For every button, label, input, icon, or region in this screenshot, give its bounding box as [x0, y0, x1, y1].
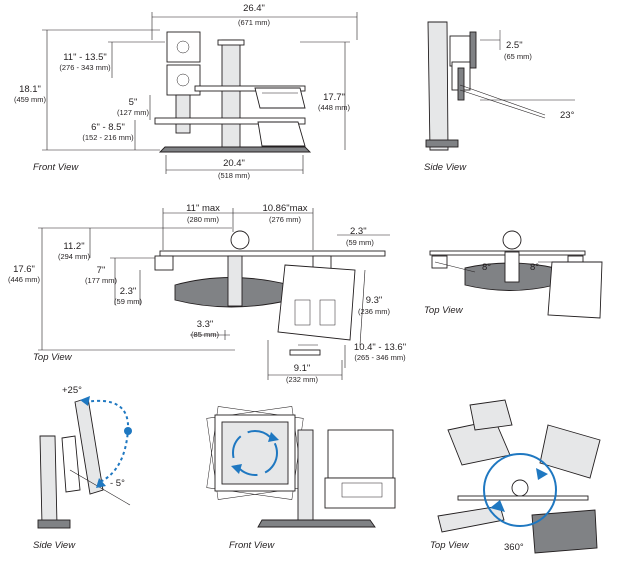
top-small-right-angle: 8° — [530, 262, 539, 273]
front-bottom-laptop-base — [324, 477, 396, 509]
caption-top-small: Top View — [424, 305, 464, 316]
front-bottom-panel: Front View — [206, 406, 396, 551]
top-small-tray — [547, 261, 603, 319]
side-tilt: 23° — [560, 110, 575, 121]
front-upper-laptop — [254, 87, 306, 109]
top-bottom-tray-right — [531, 509, 598, 554]
top-d23a: 2.3" — [350, 226, 367, 237]
top-d176: 17.6" — [13, 264, 35, 275]
front-base-width-mm: (518 mm) — [218, 171, 251, 180]
top-d33-mm: (85 mm) — [191, 330, 219, 339]
top-arm-bar — [159, 250, 386, 257]
top-bottom-rotation-circle — [483, 453, 557, 527]
top-d112-mm: (294 mm) — [58, 252, 91, 261]
side-offset-mm: (65 mm) — [504, 52, 532, 61]
side-bottom-tilt-up: +25° — [62, 385, 82, 396]
front-monitor-height-mm: (276 - 343 mm) — [59, 63, 111, 72]
side-bottom-panel: +25° - 5° Side View — [33, 385, 132, 551]
top-bottom-rotation: 360° — [504, 542, 524, 553]
top-tray-mm: (276 mm) — [269, 215, 302, 224]
top-arm-max: 11" max — [186, 203, 220, 214]
caption-side-bottom: Side View — [33, 540, 76, 551]
side-view-panel: 2.5" (65 mm) 23° Side View — [424, 21, 575, 173]
top-d33: 3.3" — [197, 319, 214, 330]
caption-front-view: Front View — [33, 162, 79, 173]
top-tray-outline — [277, 264, 356, 341]
top-small-left-angle: 8° — [482, 262, 491, 273]
front-bottom-laptop-screen — [327, 429, 394, 479]
top-d23b: 2.3" — [120, 286, 137, 297]
top-d104-mm: (265 - 346 mm) — [354, 353, 406, 362]
top-bottom-monitor-b — [539, 424, 601, 479]
side-offset: 2.5" — [506, 40, 523, 51]
front-d177-mm: (448 mm) — [318, 103, 351, 112]
front-base-width: 20.4" — [223, 158, 245, 169]
caption-side-view: Side View — [424, 162, 467, 173]
caption-top-view: Top View — [33, 352, 73, 363]
front-total-height-mm: (459 mm) — [14, 95, 47, 104]
front-upper-mount-plate — [166, 31, 201, 63]
front-bottom-rotate-arrow — [232, 430, 278, 476]
top-tray: 10.86"max — [262, 203, 307, 214]
front-d177: 17.7" — [323, 92, 345, 103]
front-base — [158, 146, 312, 153]
top-d93-mm: (236 mm) — [358, 307, 391, 316]
side-bottom-tilt-down: - 5° — [110, 478, 125, 489]
top-d23b-mm: (59 mm) — [114, 297, 142, 306]
front-center-post — [221, 39, 241, 148]
top-arm-max-mm: (280 mm) — [187, 215, 220, 224]
caption-top-bottom: Top View — [430, 540, 470, 551]
top-d23a-mm: (59 mm) — [346, 238, 374, 247]
top-d104: 10.4" - 13.6" — [354, 342, 406, 353]
top-d91: 9.1" — [294, 363, 311, 374]
top-d176-mm: (446 mm) — [8, 275, 41, 284]
top-post-cap — [230, 230, 250, 250]
top-d7-mm: (177 mm) — [85, 276, 118, 285]
front-lower-laptop — [257, 121, 306, 147]
caption-front-bottom: Front View — [229, 540, 275, 551]
top-d112: 11.2" — [63, 241, 84, 252]
front-width-label: 26.4" — [243, 3, 265, 14]
side-post — [427, 21, 449, 151]
top-bottom-tray-left — [437, 505, 505, 533]
front-d6: 6" - 8.5" — [91, 122, 125, 133]
front-d6-mm: (152 - 216 mm) — [82, 133, 134, 142]
top-small-panel: 8° 8° Top View — [424, 230, 603, 319]
front-total-height: 18.1" — [19, 84, 41, 95]
front-d5-mm: (127 mm) — [117, 108, 150, 117]
top-view-panel: 11" max (280 mm) 10.86"max (276 mm) 2.3"… — [8, 203, 406, 384]
front-width-mm: (671 mm) — [238, 18, 271, 27]
front-d5: 5" — [129, 97, 138, 108]
top-d7: 7" — [97, 265, 106, 276]
top-bottom-panel: 360° Top View — [430, 399, 601, 554]
top-d93: 9.3" — [366, 295, 383, 306]
top-d91-mm: (232 mm) — [286, 375, 319, 384]
front-view-panel: 26.4" (671 mm) 18.1" (459 mm) 11" - 13.5… — [14, 3, 358, 180]
front-monitor-height: 11" - 13.5" — [63, 52, 107, 63]
